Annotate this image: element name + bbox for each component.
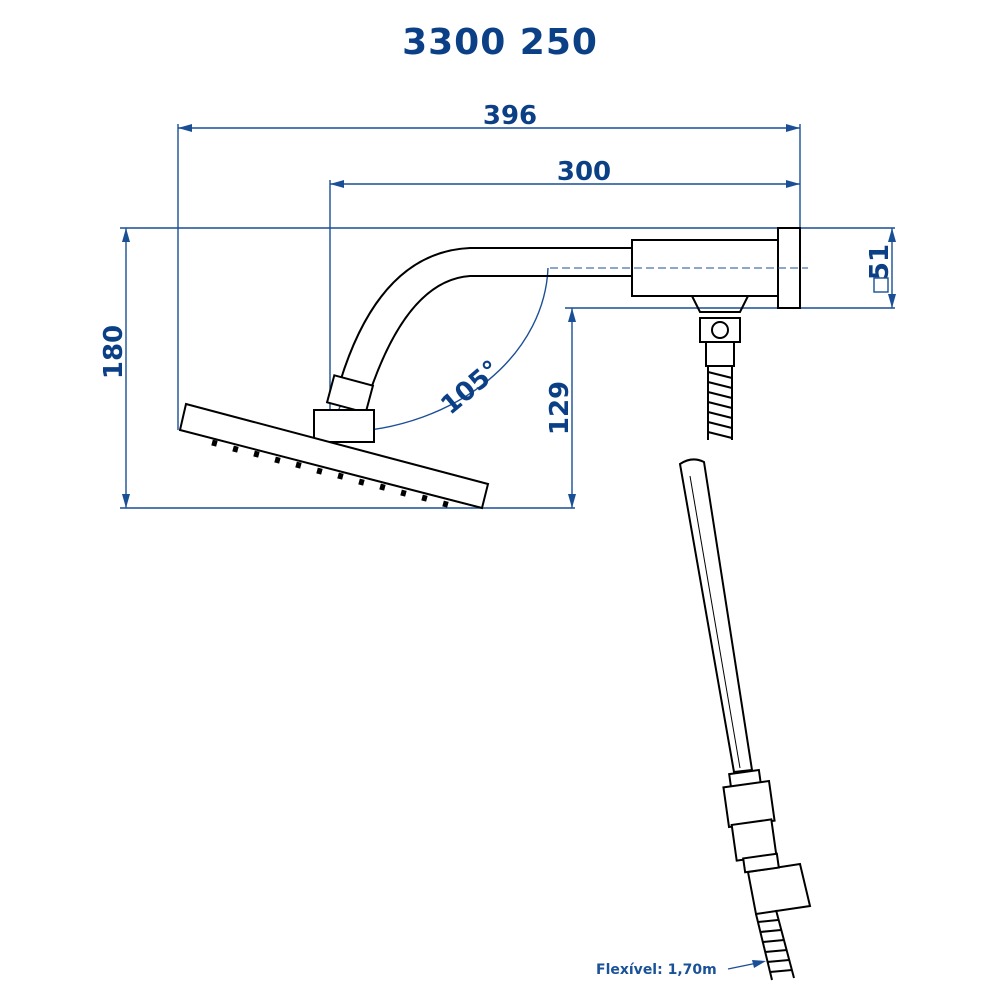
dimension-arrows (122, 124, 896, 508)
outlet-fitting (699, 317, 741, 367)
model-title: 3300 250 (402, 22, 598, 63)
dimension-lines (120, 124, 895, 509)
angle-arc (349, 267, 549, 433)
dim-51-label: 51 (865, 244, 895, 280)
arm-pipe-top (339, 247, 632, 383)
head-nozzles (211, 439, 449, 508)
hose-label: Flexível: 1,70m (596, 962, 717, 978)
dim-180-label: 180 (99, 325, 129, 379)
connector-outlet (691, 295, 749, 313)
dim-396-label: 396 (483, 101, 537, 131)
dim-129-label: 129 (545, 381, 575, 435)
shower-assembly (178, 227, 801, 510)
dim-300-label: 300 (557, 157, 611, 187)
angle-label: 105° (435, 355, 506, 421)
shower-head (178, 402, 490, 510)
hand-shower-holder (746, 862, 812, 916)
hose-leader-arrow (752, 960, 766, 968)
swivel-joint (313, 409, 375, 443)
hand-shower (678, 458, 812, 916)
arm-pipe-bottom (371, 275, 632, 387)
hand-shower-hose (755, 909, 795, 981)
hand-shower-handle (678, 458, 754, 774)
outlet-hose (707, 366, 733, 440)
square-symbol (873, 277, 889, 293)
arm-nut (325, 374, 375, 414)
